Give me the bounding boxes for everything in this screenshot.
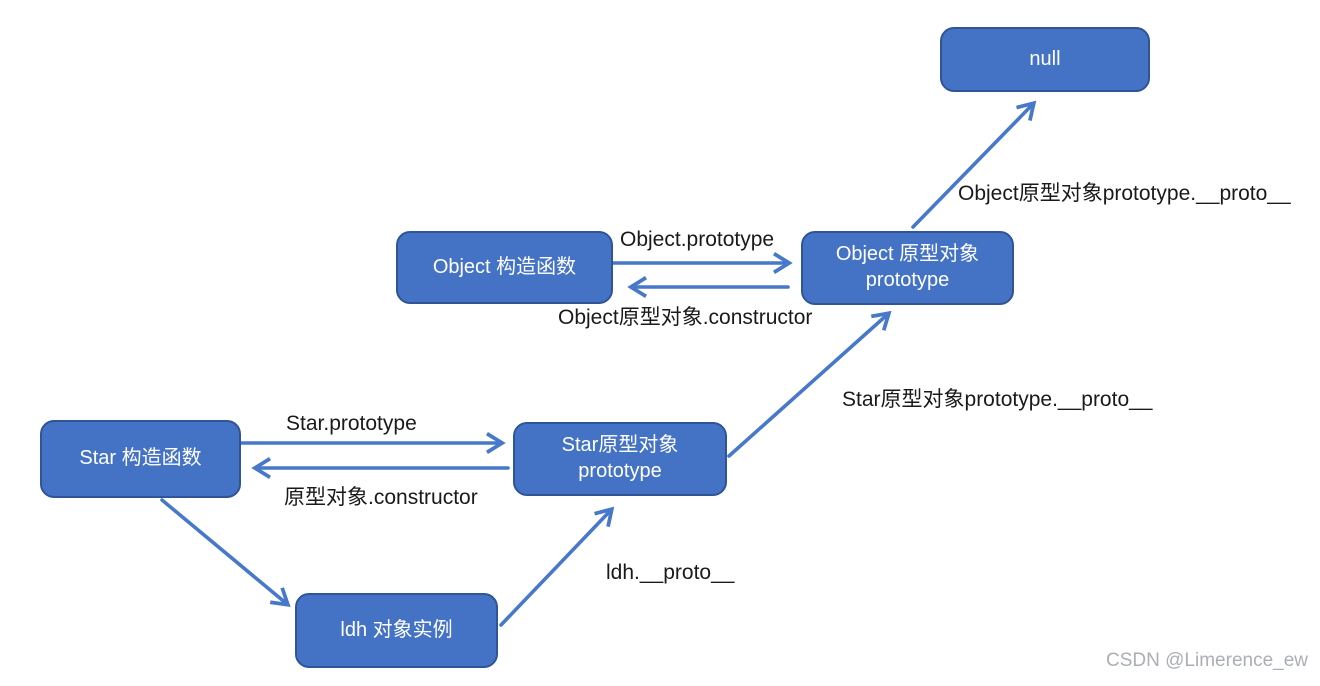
arrow-ldh-to-starproto xyxy=(499,506,615,627)
arrow-objectproto-to-null xyxy=(911,100,1037,229)
label-object-prototype: Object.prototype xyxy=(620,228,775,251)
node-null: null xyxy=(940,27,1150,92)
node-object-prototype: Object 原型对象 prototype xyxy=(801,231,1014,305)
label-star-proto-chain: Star原型对象prototype.__proto__ xyxy=(842,388,1153,411)
node-ldh-instance: ldh 对象实例 xyxy=(295,593,498,668)
label-star-constructor: 原型对象.constructor xyxy=(284,486,478,509)
node-star-constructor: Star 构造函数 xyxy=(40,420,241,498)
arrow-starproto-to-objectproto xyxy=(727,310,892,458)
label-object-constructor: Object原型对象.constructor xyxy=(558,306,813,329)
node-object-constructor: Object 构造函数 xyxy=(396,231,613,304)
label-object-proto-chain: Object原型对象prototype.__proto__ xyxy=(958,182,1291,205)
label-star-prototype: Star.prototype xyxy=(286,412,417,435)
csdn-watermark: CSDN @Limerence_ew xyxy=(1106,650,1308,671)
arrow-starctor-to-ldh xyxy=(160,498,291,608)
node-star-prototype: Star原型对象 prototype xyxy=(513,422,727,496)
label-ldh-proto: ldh.__proto__ xyxy=(606,561,735,584)
